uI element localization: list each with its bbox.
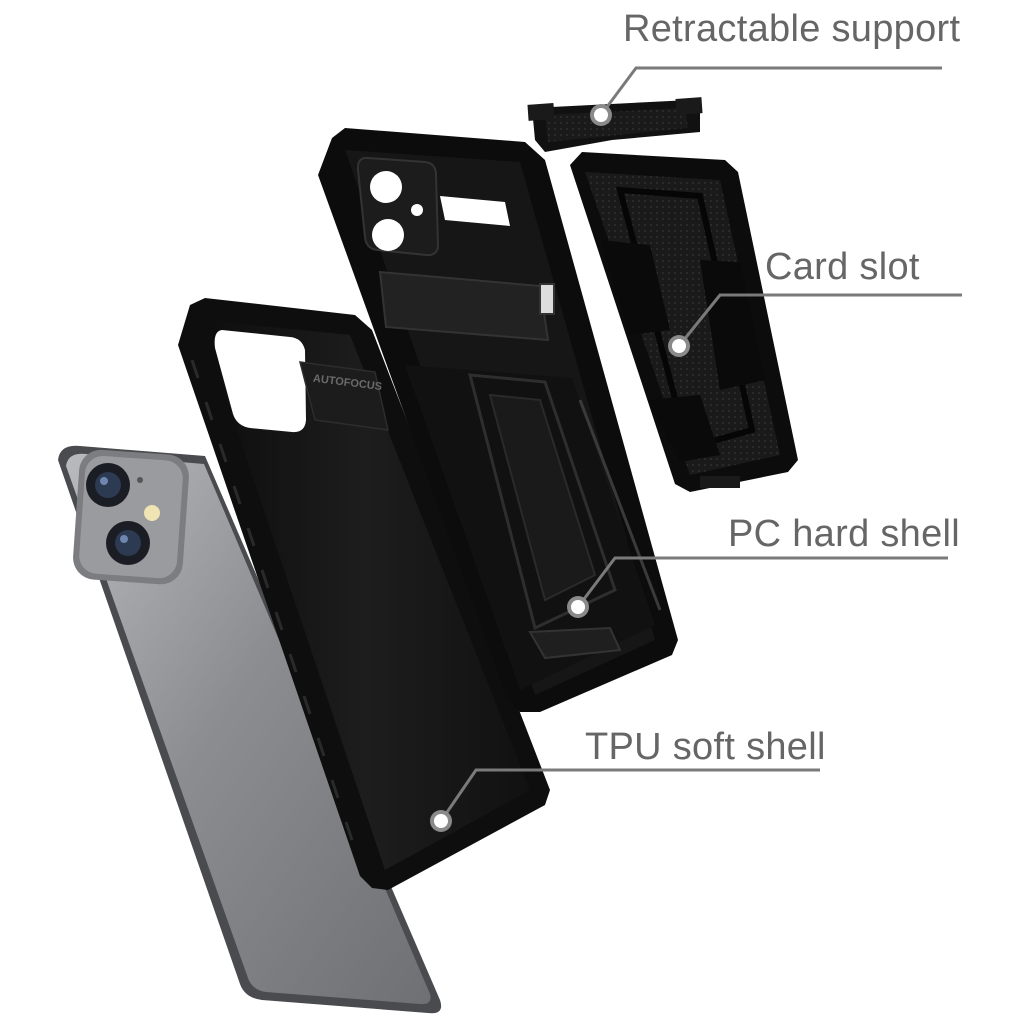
camera-hole-icon	[370, 171, 402, 203]
circle-dot-marker-icon	[430, 810, 452, 832]
circle-dot-marker-icon	[590, 104, 612, 126]
label-pc-hard-shell: PC hard shell	[728, 513, 961, 555]
label-retractable-support: Retractable support	[623, 8, 961, 50]
circle-dot-marker-icon	[567, 596, 589, 618]
callout-markers	[430, 104, 690, 832]
label-tpu-soft-shell: TPU soft shell	[585, 726, 826, 768]
tpu-soft-shell: AUTOFOCUS	[178, 298, 550, 890]
leader-line-card-slot	[677, 293, 962, 347]
card-slot-piece	[570, 152, 798, 492]
callout-leaders	[439, 66, 962, 822]
camera-cutout	[214, 330, 306, 433]
leader-line-pc-hard-shell	[576, 556, 948, 608]
phone-body	[58, 445, 442, 1014]
camera-hole-icon	[372, 219, 404, 251]
stand-slot	[440, 196, 510, 226]
label-card-slot: Card slot	[765, 246, 920, 288]
flash-icon	[144, 505, 160, 521]
retractable-support-piece	[527, 97, 703, 152]
leader-line-tpu-soft-shell	[439, 768, 820, 822]
pc-hard-shell	[318, 128, 678, 712]
leader-line-retractable-support	[599, 66, 942, 116]
circle-dot-marker-icon	[668, 335, 690, 357]
